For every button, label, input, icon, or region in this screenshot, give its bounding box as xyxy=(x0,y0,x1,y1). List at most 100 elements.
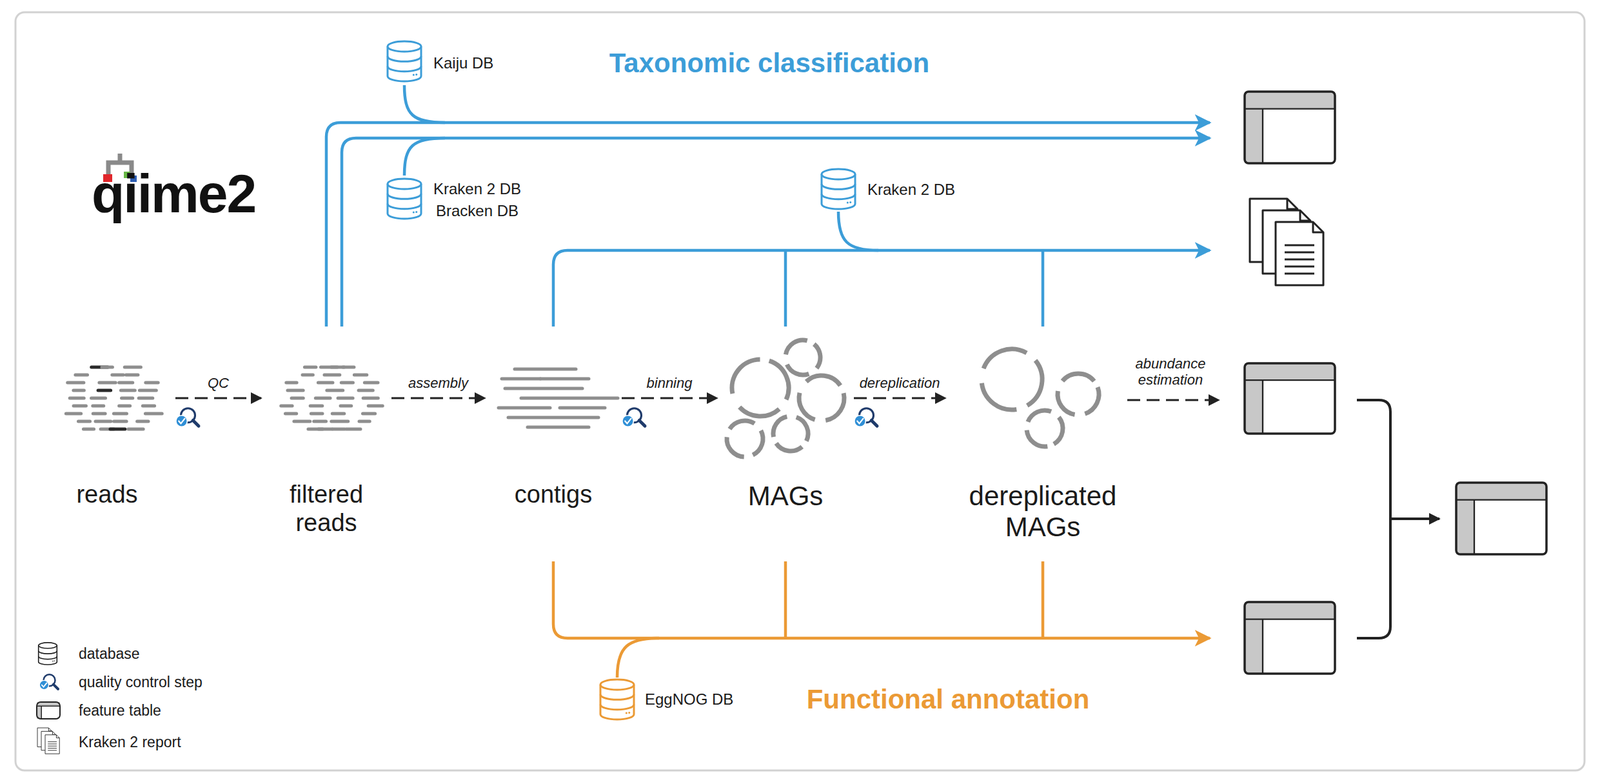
pipeline-stage: reads xyxy=(42,335,172,509)
drawing-part xyxy=(317,381,333,385)
flow-line xyxy=(784,250,788,327)
drawing-part xyxy=(776,443,803,451)
drawing-part xyxy=(291,396,304,400)
drawing-part xyxy=(73,404,86,408)
drawing-part xyxy=(364,381,378,385)
database-label: EggNOG DB xyxy=(644,690,734,709)
function-flows xyxy=(553,561,1210,678)
drawing-part xyxy=(1287,198,1298,209)
drawing-part xyxy=(1062,373,1094,382)
drawing-part xyxy=(281,404,293,408)
drawing-part xyxy=(112,373,124,377)
drawing-part xyxy=(1244,107,1335,109)
drawing-part xyxy=(359,419,370,424)
bracket-arrow xyxy=(1390,517,1440,520)
drawing-part xyxy=(113,412,127,416)
drawing-part xyxy=(625,711,628,714)
drawing-part xyxy=(343,365,355,369)
drawing-part xyxy=(78,419,90,424)
drawing-part xyxy=(362,412,375,416)
drawing-part xyxy=(508,415,599,420)
legend-text: quality control step xyxy=(78,673,203,691)
legend-text: Kraken 2 report xyxy=(78,733,182,751)
drawing-part xyxy=(48,727,52,731)
db-feed xyxy=(617,637,660,678)
stage-label: reads xyxy=(42,480,172,509)
drawing-part xyxy=(387,56,422,62)
database-icon xyxy=(821,168,856,209)
drawing-part xyxy=(341,381,353,385)
drawing-part xyxy=(813,343,821,368)
drawing-part xyxy=(38,642,58,649)
drawing-part xyxy=(36,701,60,719)
step-label: dereplication xyxy=(857,374,943,392)
drawing-part xyxy=(39,679,49,689)
drawing-part xyxy=(412,211,415,214)
drawing-part xyxy=(310,404,323,408)
outer-frame xyxy=(15,12,1585,771)
drawing-part xyxy=(47,742,57,744)
drawing-part xyxy=(622,415,634,427)
drawing-part xyxy=(332,427,345,431)
drawing-part xyxy=(1244,363,1335,434)
database-label: Kraken 2 DB xyxy=(867,180,956,199)
drawing-part xyxy=(56,734,60,738)
drawing-part xyxy=(113,419,127,424)
section-title: Taxonomic classification xyxy=(609,47,930,79)
step-arrow xyxy=(621,397,718,400)
drawing-part xyxy=(176,415,188,427)
drawing-part xyxy=(773,416,787,438)
drawing-part xyxy=(139,388,157,393)
drawing-part xyxy=(65,412,81,416)
drawing-part xyxy=(1456,482,1547,554)
drawing-part xyxy=(1244,617,1335,620)
drawing-part xyxy=(110,427,126,431)
legend-sample xyxy=(38,642,58,665)
drawing-part xyxy=(983,348,1027,369)
drawing-part xyxy=(1456,498,1547,500)
step-label: binning xyxy=(644,374,695,392)
drawing-part xyxy=(286,381,297,385)
drawing-part xyxy=(331,419,349,424)
database-icon xyxy=(387,178,422,219)
drawing-part xyxy=(92,412,106,416)
drawing-part xyxy=(846,201,849,204)
drawing-part xyxy=(287,388,304,393)
drawing-part xyxy=(1244,363,1263,434)
drawing-part xyxy=(1244,601,1335,674)
drawing-part xyxy=(310,412,323,416)
taxonomy-flows xyxy=(326,85,1210,327)
drawing-part xyxy=(1244,379,1335,381)
drawing-part xyxy=(1262,619,1264,674)
drawing-part xyxy=(38,650,58,654)
drawing-part xyxy=(806,375,841,386)
drawing-part xyxy=(1313,221,1324,233)
report-icon xyxy=(1249,198,1324,286)
drawing-part xyxy=(1262,108,1264,164)
drawing-part xyxy=(119,404,131,408)
drawing-part xyxy=(337,396,353,400)
feature-table-icon xyxy=(1456,482,1547,554)
drawing-part xyxy=(38,655,58,659)
drawing-part xyxy=(857,418,863,424)
stage-label: dereplicated MAGs xyxy=(949,480,1137,544)
feature-table-icon xyxy=(1244,363,1335,434)
qc-icon xyxy=(39,673,59,689)
bracket xyxy=(1356,399,1391,638)
drawing-part xyxy=(871,419,878,426)
database-icon xyxy=(38,642,58,665)
drawing-part xyxy=(1456,482,1547,554)
db-feed xyxy=(838,211,879,251)
legend-text: feature table xyxy=(78,701,162,720)
drawing-part xyxy=(121,396,133,400)
drawing-part xyxy=(731,359,761,394)
drawing-part xyxy=(1456,482,1475,554)
drawing-part xyxy=(1284,258,1315,261)
step-label: abundance estimation xyxy=(1125,355,1216,389)
drawing-part xyxy=(368,404,383,408)
drawing-part xyxy=(1284,265,1315,268)
drawing-part xyxy=(1284,251,1315,254)
step-arrow xyxy=(175,397,262,400)
flow-line xyxy=(341,138,1210,327)
